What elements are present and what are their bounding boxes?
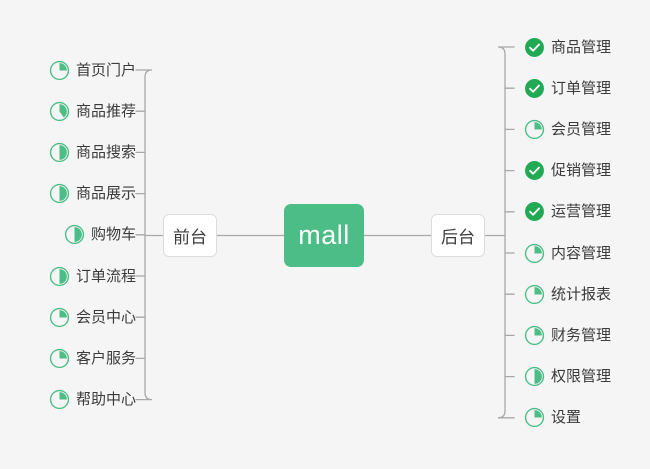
leaf-node-label: 统计报表 (551, 285, 612, 303)
leaf-node-backend-3[interactable]: 促销管理 (524, 159, 611, 183)
pie-progress-icon (524, 366, 545, 387)
leaf-node-backend-1[interactable]: 订单管理 (524, 76, 611, 100)
leaf-node-backend-7[interactable]: 财务管理 (524, 323, 611, 347)
leaf-node-label: 客户服务 (75, 349, 136, 367)
leaf-node-label: 购物车 (90, 226, 136, 244)
check-circle-icon (525, 78, 544, 98)
pie-progress-icon (524, 119, 545, 140)
leaf-node-label: 订单管理 (551, 79, 612, 97)
leaf-node-label: 权限管理 (551, 368, 612, 386)
leaf-node-label: 帮助中心 (75, 391, 136, 409)
leaf-node-label: 运营管理 (551, 203, 612, 221)
root-node-mall[interactable]: mall (284, 204, 364, 267)
leaf-node-label: 促销管理 (551, 162, 612, 180)
leaf-node-label: 订单流程 (75, 267, 136, 285)
leaf-node-label: 商品推荐 (75, 102, 136, 120)
pie-progress-icon (49, 307, 70, 327)
pie-progress-icon (49, 101, 70, 121)
check-circle-icon (525, 161, 544, 181)
pie-progress-icon (524, 408, 545, 428)
leaf-node-backend-5[interactable]: 内容管理 (524, 241, 611, 265)
leaf-node-label: 商品展示 (75, 185, 136, 203)
leaf-node-label: 商品管理 (551, 38, 612, 56)
leaf-node-backend-0[interactable]: 商品管理 (524, 35, 611, 59)
leaf-node-label: 首页门户 (75, 61, 136, 79)
pie-progress-icon (49, 389, 70, 410)
pie-progress-icon (49, 142, 70, 163)
branch-node-backend[interactable]: 后台 (431, 214, 485, 257)
pie-progress-icon (524, 325, 545, 346)
leaf-node-frontend-6[interactable]: 会员中心 (49, 305, 136, 329)
pie-progress-icon (49, 266, 70, 286)
leaf-node-label: 设置 (551, 409, 582, 427)
leaf-node-frontend-1[interactable]: 商品推荐 (49, 99, 136, 123)
leaf-node-label: 会员中心 (75, 308, 136, 326)
check-circle-icon (525, 37, 544, 57)
leaf-node-frontend-0[interactable]: 首页门户 (49, 58, 136, 82)
leaf-node-label: 财务管理 (551, 326, 612, 344)
branch-node-label: 前台 (173, 228, 207, 247)
leaf-node-frontend-8[interactable]: 帮助中心 (49, 388, 136, 412)
leaf-node-frontend-2[interactable]: 商品搜索 (49, 140, 136, 164)
leaf-node-backend-4[interactable]: 运营管理 (524, 200, 611, 224)
pie-progress-icon (49, 60, 70, 80)
leaf-node-frontend-5[interactable]: 订单流程 (49, 264, 136, 288)
pie-progress-icon (49, 183, 70, 204)
leaf-node-frontend-4[interactable]: 购物车 (64, 223, 136, 247)
leaf-node-backend-6[interactable]: 统计报表 (524, 282, 611, 306)
leaf-node-backend-8[interactable]: 权限管理 (524, 365, 611, 389)
leaf-node-label: 商品搜索 (75, 143, 136, 161)
leaf-node-frontend-3[interactable]: 商品展示 (49, 182, 136, 206)
pie-progress-icon (64, 225, 85, 245)
pie-progress-icon (524, 284, 545, 304)
pie-progress-icon (524, 243, 545, 263)
pie-progress-icon (49, 348, 70, 369)
leaf-node-backend-2[interactable]: 会员管理 (524, 117, 611, 141)
leaf-node-label: 会员管理 (551, 120, 612, 138)
check-circle-icon (525, 202, 544, 222)
branch-node-label: 后台 (441, 228, 475, 247)
root-node-label: mall (298, 220, 350, 250)
leaf-node-label: 内容管理 (551, 244, 612, 262)
branch-node-frontend[interactable]: 前台 (163, 214, 217, 257)
leaf-node-backend-9[interactable]: 设置 (524, 406, 581, 430)
leaf-node-frontend-7[interactable]: 客户服务 (49, 346, 136, 370)
